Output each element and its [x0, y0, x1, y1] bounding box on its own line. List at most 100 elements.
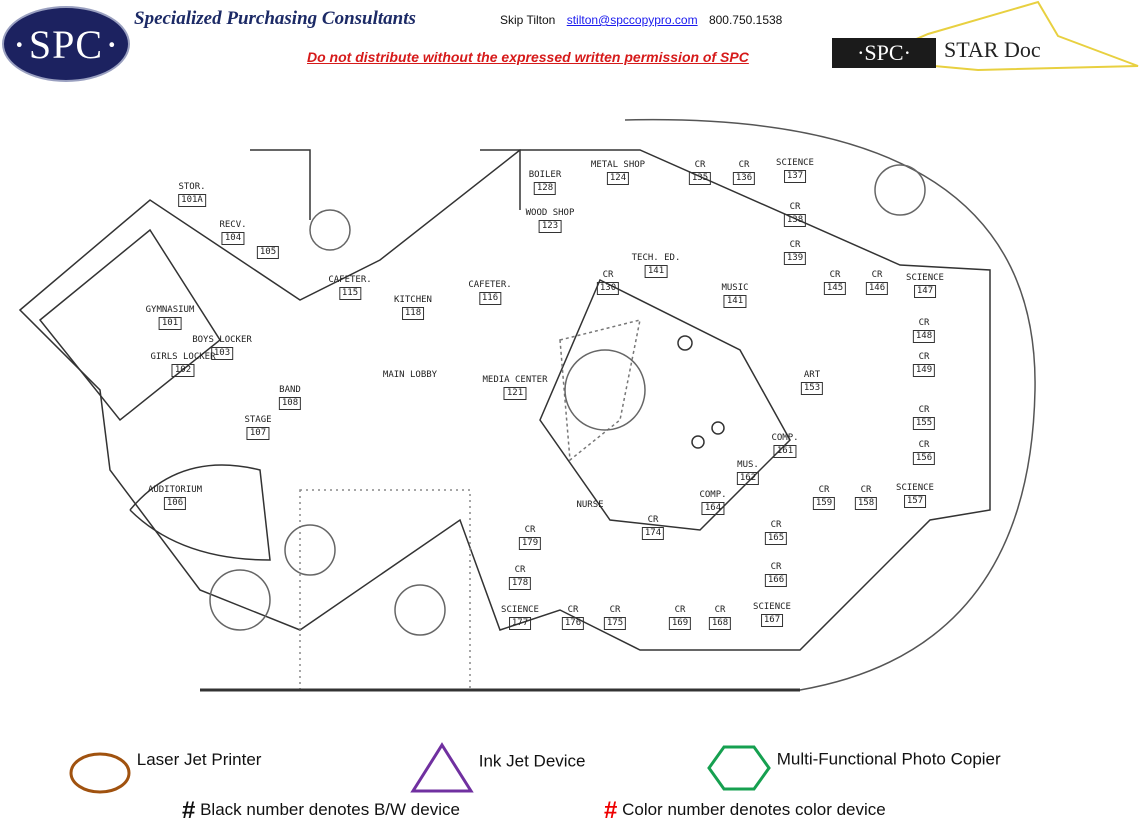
room-name: CR	[524, 525, 536, 535]
room-number: 102	[171, 364, 195, 377]
room-name: KITCHEN	[394, 295, 432, 305]
room-number: 155	[912, 417, 936, 430]
room-number: 137	[783, 170, 807, 183]
room-number: 116	[478, 292, 502, 305]
room-label: STAGE 107	[244, 415, 272, 440]
room-name: MUSIC	[721, 283, 749, 293]
room-label: CR 156	[912, 440, 936, 465]
mfp-hexagon-icon	[707, 745, 771, 791]
inkjet-triangle-icon	[410, 742, 474, 793]
room-number: 148	[912, 330, 936, 343]
room-number: 135	[688, 172, 712, 185]
room-label: MAIN LOBBY	[383, 370, 437, 392]
room-number: 101A	[178, 194, 206, 207]
room-label: GYMNASIUM 101	[145, 305, 195, 330]
legend-laser-label: Laser Jet Printer	[136, 750, 262, 769]
room-name: STOR.	[178, 182, 206, 192]
legend-inkjet: Ink Jet Device	[410, 742, 586, 794]
room-name: SCIENCE	[501, 605, 539, 615]
room-number: 174	[641, 527, 665, 540]
contact-name: Skip Tilton	[500, 13, 556, 27]
legend-inkjet-label: Ink Jet Device	[478, 751, 586, 771]
room-name: CR	[567, 605, 579, 615]
room-name: CR	[647, 515, 659, 525]
room-label: MEDIA CENTER 121	[482, 375, 548, 400]
room-label: ART 153	[800, 370, 824, 395]
room-number: 121	[503, 387, 527, 400]
room-label: BOILER 128	[528, 170, 562, 195]
room-name: CR	[789, 240, 801, 250]
room-name: CR	[738, 160, 750, 170]
room-name: RECV.	[219, 220, 247, 230]
room-name: MEDIA CENTER	[482, 375, 548, 385]
room-name: CR	[514, 565, 526, 575]
stardoc-logo-text: SPC	[864, 40, 904, 65]
contact-email-link[interactable]: stilton@spccopypro.com	[566, 13, 698, 27]
room-label: CR 146	[865, 270, 889, 295]
room-name: CR	[918, 440, 930, 450]
room-name: CR	[829, 270, 841, 280]
room-name: CR	[871, 270, 883, 280]
room-name: CAFETER.	[468, 280, 512, 290]
room-name: TECH. ED.	[631, 253, 681, 263]
star-icon	[867, 0, 1139, 72]
company-name: Specialized Purchasing Consultants	[134, 8, 416, 29]
room-label: NURSE	[576, 500, 603, 522]
room-number: 153	[800, 382, 824, 395]
room-number: 169	[668, 617, 692, 630]
room-name: ART	[803, 370, 821, 380]
room-number: 146	[865, 282, 889, 295]
room-number: 105	[256, 246, 280, 259]
room-number: 107	[246, 427, 270, 440]
room-number: 156	[912, 452, 936, 465]
room-number: 176	[561, 617, 585, 630]
room-number: 141	[723, 295, 747, 308]
contact-info: Skip Tilton stilton@spccopypro.com 800.7…	[500, 13, 782, 27]
room-name: MUS.	[737, 460, 759, 470]
distribution-warning: Do not distribute without the expressed …	[307, 49, 749, 65]
room-name: BOYS LOCKER	[192, 335, 252, 345]
room-label: STOR. 101A	[178, 182, 206, 207]
room-name: BOILER	[528, 170, 562, 180]
room-number: 101	[158, 317, 182, 330]
legend-color-label: Color number denotes color device	[622, 800, 886, 819]
room-number: 124	[606, 172, 630, 185]
laser-printer-circle-icon	[69, 752, 131, 794]
room-label: CAFETER.115	[328, 275, 372, 300]
room-name: SCIENCE	[906, 273, 944, 283]
room-name: SCIENCE	[753, 602, 791, 612]
room-label: MUSIC 141	[721, 283, 749, 308]
room-number: 167	[760, 614, 784, 627]
room-number: 128	[533, 182, 557, 195]
room-label: CR 174	[641, 515, 665, 540]
room-name: STAGE	[244, 415, 272, 425]
room-name: CR	[770, 562, 782, 572]
legend-bw-label: Black number denotes B/W device	[200, 800, 460, 819]
room-name: COMP.	[699, 490, 727, 500]
room-name: COMP.	[771, 433, 799, 443]
room-label: 105	[256, 245, 280, 259]
floor-plan-drawing	[18, 118, 1036, 692]
room-label: RECV.104	[219, 220, 247, 245]
room-name: CR	[818, 485, 830, 495]
room-name: GYMNASIUM	[145, 305, 195, 315]
room-number: 103	[210, 347, 234, 360]
room-number: 149	[912, 364, 936, 377]
room-number: 168	[708, 617, 732, 630]
logo-text: SPC	[13, 21, 120, 68]
room-name: BAND	[279, 385, 301, 395]
room-number: 118	[401, 307, 425, 320]
room-number: 161	[773, 445, 797, 458]
